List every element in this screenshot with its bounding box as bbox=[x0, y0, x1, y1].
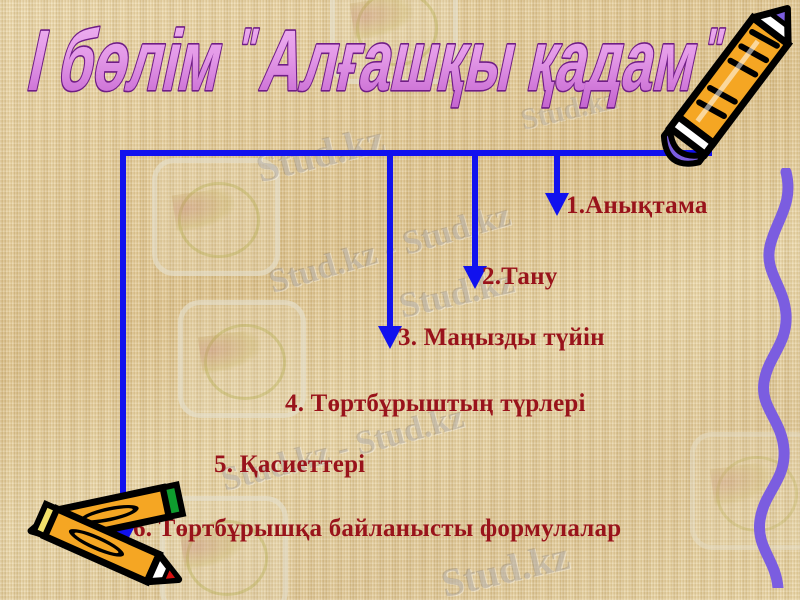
arrowhead-3 bbox=[378, 326, 402, 349]
list-item-6: 6. Төртбұрышқа байланысты формулалар bbox=[133, 515, 622, 542]
list-item-5: 5. Қасиеттері bbox=[214, 451, 366, 478]
arrowhead-1 bbox=[545, 193, 569, 216]
arrowhead-6 bbox=[111, 526, 135, 549]
list-item-2: 2.Тану bbox=[482, 263, 558, 290]
list-item-1: 1.Анықтама bbox=[566, 192, 708, 219]
title-prefix: I бөлім bbox=[21, 12, 233, 109]
list-item-3: 3. Маңызды түйін bbox=[398, 324, 605, 351]
page-title: I бөлім " Алғашқы қадам " bbox=[16, 8, 756, 118]
arrowhead-2 bbox=[463, 266, 487, 289]
list-item-4: 4. Төртбұрыштың түрлері bbox=[285, 390, 586, 417]
title-phrase: Алғашқы қадам bbox=[254, 12, 708, 109]
